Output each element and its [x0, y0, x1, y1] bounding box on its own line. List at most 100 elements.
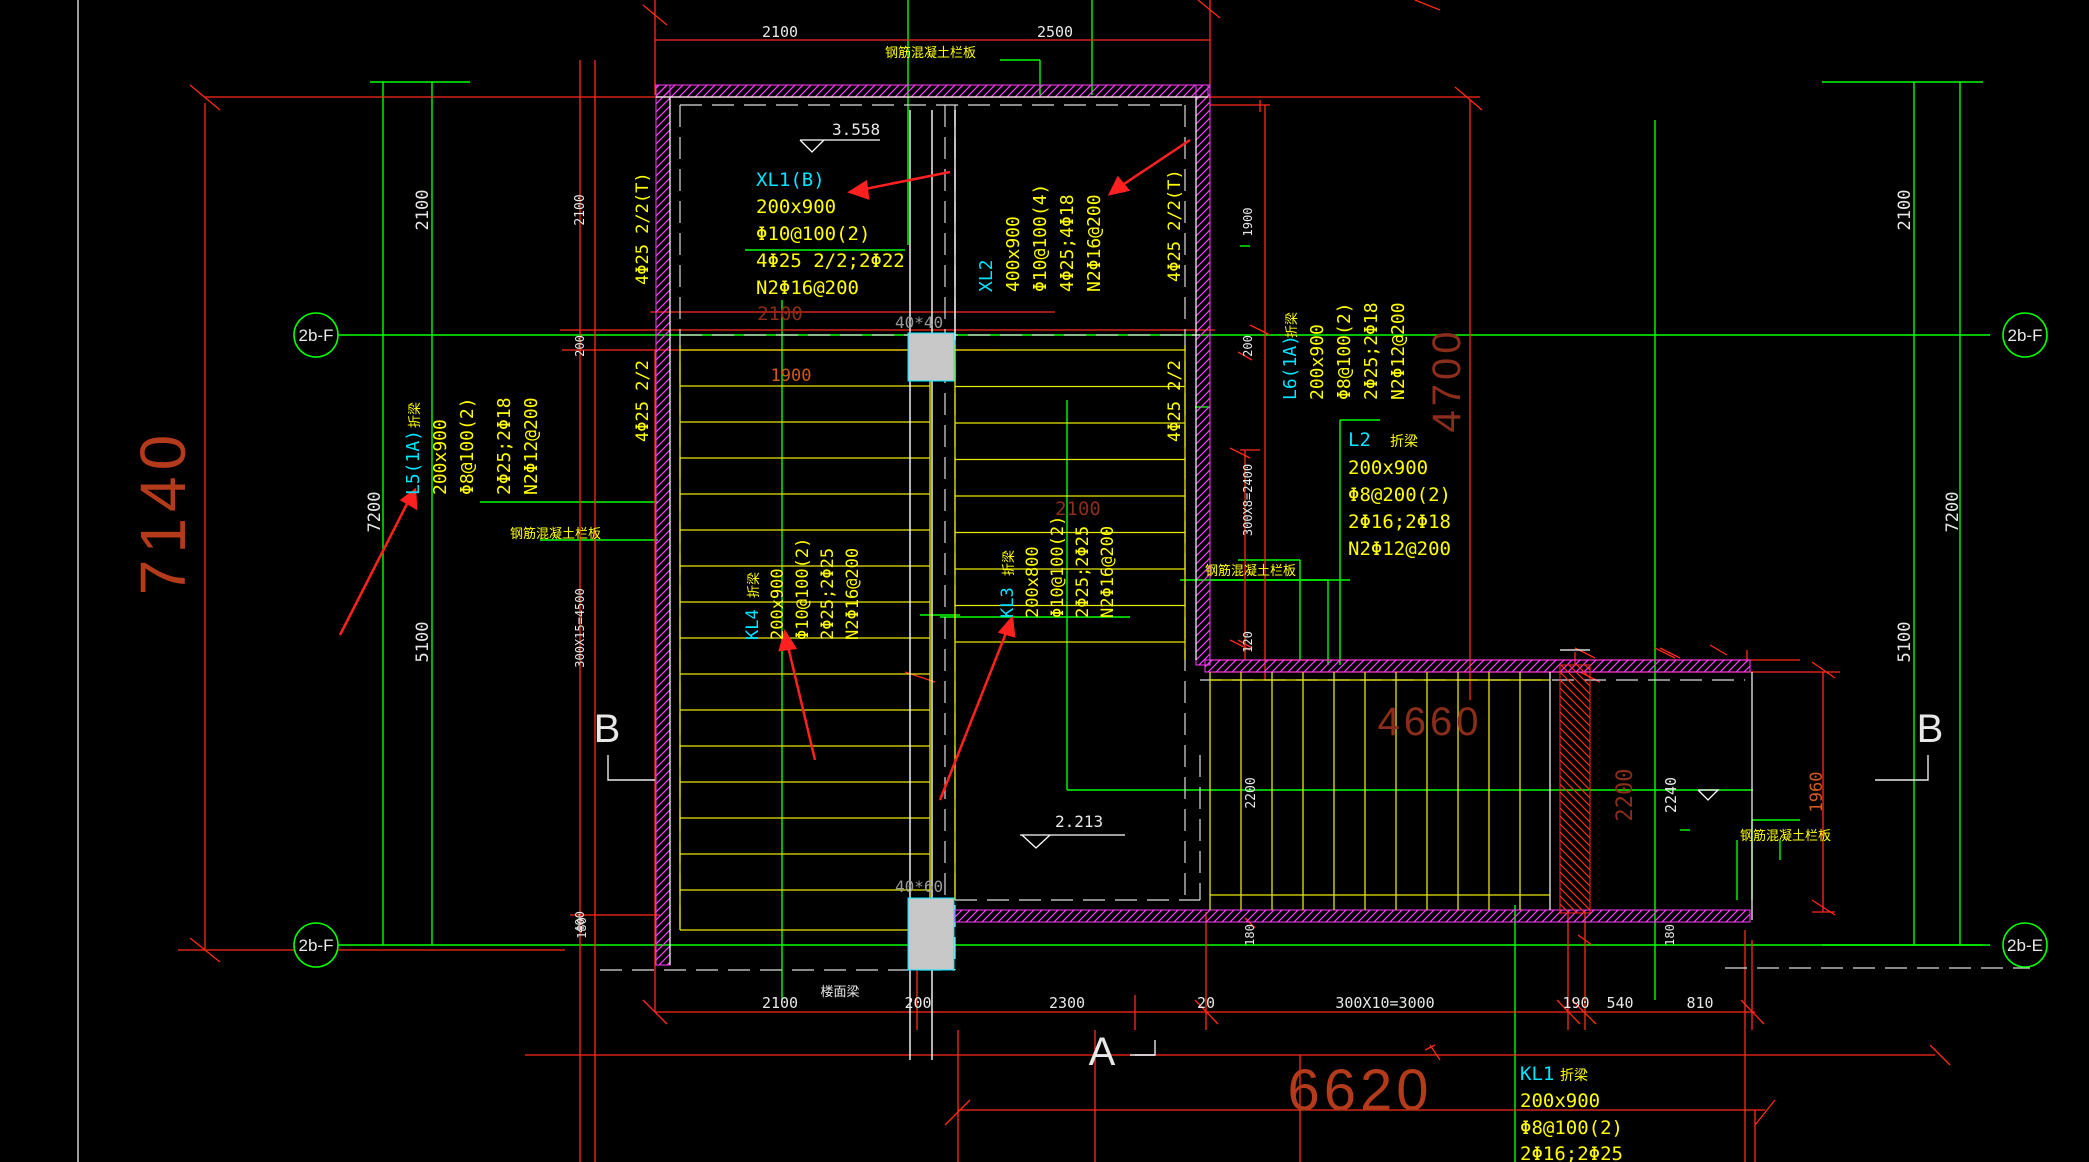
dim-2200-a: 2200 [1244, 777, 1259, 808]
dim-left-300x15: 300X15=4500 [573, 588, 587, 667]
elevation-upper: 3.558 [832, 120, 880, 139]
axis-letter-B-right: B [1917, 707, 1944, 751]
dim-bottom-4: 2300 [1049, 994, 1085, 1012]
beam-l5-tag: 折梁 [408, 402, 423, 428]
axis-label-2bF-top-left: 2b-F [299, 326, 334, 345]
rebar-right-mid: 4Φ25 2/2 [1165, 360, 1185, 442]
beam-kl1-tag: 折梁 [1560, 1068, 1588, 1084]
big-dim-6620: 6620 [1287, 1058, 1432, 1123]
axis-label-2bF-bottom-left: 2b-F [299, 936, 334, 955]
beam-l6-name: L6(1A) [1280, 335, 1301, 400]
beam-kl1-main: 2Φ16;2Φ25 [1520, 1143, 1623, 1162]
axis-label-2bE-bottom-right: 2b-E [2007, 936, 2043, 955]
dim-top-2: 2500 [1037, 23, 1073, 41]
beam-xl1-main: 4Φ25 2/2;2Φ22 [756, 250, 905, 272]
beam-l2-side: N2Φ12@200 [1348, 538, 1451, 560]
dim-left-7200: 7200 [365, 492, 385, 533]
big-dim-4660: 4660 [1378, 700, 1483, 744]
rebar-right-top: 4Φ25 2/2(T) [1165, 169, 1185, 282]
beam-kl4-size: 200x900 [768, 568, 788, 640]
dim-right-1900: 1900 [1241, 208, 1255, 237]
beam-l2-main: 2Φ16;2Φ18 [1348, 511, 1451, 533]
note-parapet-right: 钢筋混凝土栏板 [1740, 828, 1831, 844]
dim-180-a: 180 [575, 917, 589, 939]
beam-kl3-size: 200x800 [1023, 546, 1043, 618]
beam-kl3-name: KL3 [998, 587, 1018, 618]
dim-1900: 1900 [771, 366, 812, 386]
stair-treads-right [955, 349, 1185, 643]
beam-xl1-side: N2Φ16@200 [756, 277, 859, 299]
column-bottom [907, 897, 955, 971]
dim-right-2100: 2100 [1895, 190, 1915, 231]
note-parapet-left: 钢筋混凝土栏板 [510, 526, 601, 542]
beam-l6-size: 200x900 [1307, 324, 1328, 400]
dim-right-120: 120 [1241, 631, 1255, 653]
annotation-arrows [338, 138, 1191, 801]
dim-2240: 2240 [1662, 777, 1680, 813]
dim-left-400: 400 [573, 911, 587, 933]
dim-bottom-8: 540 [1606, 994, 1633, 1012]
dim-180-c: 180 [1663, 924, 1677, 946]
beam-l6-side: N2Φ12@200 [1388, 302, 1409, 400]
beam-l2-size: 200x900 [1348, 457, 1428, 479]
beam-kl3-side: N2Φ16@200 [1098, 526, 1118, 618]
beam-kl1-stirrup: Φ8@100(2) [1520, 1117, 1623, 1139]
beam-l6-stirrup: Φ8@100(2) [1334, 302, 1355, 400]
beam-l5-main: 2Φ25;2Φ18 [494, 397, 515, 495]
note-parapet-mid: 钢筋混凝土栏板 [1205, 563, 1296, 579]
beam-xl2-main: 4Φ25;4Φ18 [1057, 194, 1078, 292]
column-bottom-size: 40*60 [895, 877, 943, 896]
dim-bottom-6: 300X10=3000 [1335, 994, 1434, 1012]
dim-2100-b: 2100 [1055, 498, 1101, 520]
beam-kl4-side: N2Φ16@200 [843, 548, 863, 640]
beam-l5-side: N2Φ12@200 [521, 397, 542, 495]
beam-kl3-stirrup: Φ10@100(2) [1048, 516, 1068, 618]
beam-kl4-stirrup: Φ10@100(2) [793, 538, 813, 640]
beam-kl1-size: 200x900 [1520, 1090, 1600, 1112]
beam-kl3-main: 2Φ25;2Φ25 [1073, 526, 1093, 618]
dim-left-inner-2100: 2100 [573, 194, 588, 225]
dim-right-200: 200 [1241, 335, 1255, 357]
dim-right-7200: 7200 [1943, 492, 1963, 533]
dim-1960: 1960 [1807, 772, 1827, 813]
beam-l6-tag: 折梁 [1285, 312, 1300, 338]
beam-kl1-name: KL1 [1520, 1063, 1554, 1085]
elevation-markers [799, 139, 1720, 849]
beam-xl1-name: XL1(B) [756, 169, 825, 191]
rebar-left-top: 4Φ25 2/2(T) [633, 172, 653, 285]
beam-l5-size: 200x900 [430, 419, 451, 495]
wall-lines [656, 96, 1753, 965]
stair-flight-outline [679, 345, 1550, 931]
stair-treads-left [680, 349, 930, 891]
beam-l6-main: 2Φ25;2Φ18 [1361, 302, 1382, 400]
axis-label-2bF-top-right: 2b-F [2008, 326, 2043, 345]
rebar-left-mid: 4Φ25 2/2 [633, 360, 653, 442]
axis-letter-A: A [1089, 1030, 1116, 1074]
dim-left-2100: 2100 [413, 190, 433, 231]
beam-l2-name: L2 [1348, 429, 1371, 451]
column-top-size: 40*40 [895, 313, 943, 332]
beam-l5-stirrup: Φ8@100(2) [457, 397, 478, 495]
dim-bottom-7: 190 [1562, 994, 1589, 1012]
beam-xl1-size: 200x900 [756, 196, 836, 218]
beam-xl2-stirrup: Φ10@100(4) [1030, 184, 1051, 292]
dim-bottom-1: 2100 [762, 994, 798, 1012]
big-dim-7140: 7140 [127, 429, 199, 595]
wall-hatching [655, 84, 1751, 966]
axis-lines [300, 0, 1990, 1162]
beam-l2-tag: 折梁 [1390, 434, 1418, 450]
beam-kl3-tag: 折梁 [1002, 550, 1017, 576]
axis-section-marks [607, 755, 1929, 1056]
elevation-lower: 2.213 [1055, 812, 1103, 831]
dim-right-5100: 5100 [1895, 622, 1915, 663]
dim-180-b: 180 [1243, 924, 1257, 946]
column-top [907, 332, 955, 382]
beam-xl2-side: N2Φ16@200 [1084, 194, 1105, 292]
dim-bottom-9: 810 [1686, 994, 1713, 1012]
big-dim-4700: 4700 [1425, 328, 1469, 433]
beam-xl1-stirrup: Φ10@100(2) [756, 223, 870, 245]
beam-xl2-size: 400x900 [1003, 216, 1024, 292]
dim-bottom-3: 200 [904, 994, 931, 1012]
